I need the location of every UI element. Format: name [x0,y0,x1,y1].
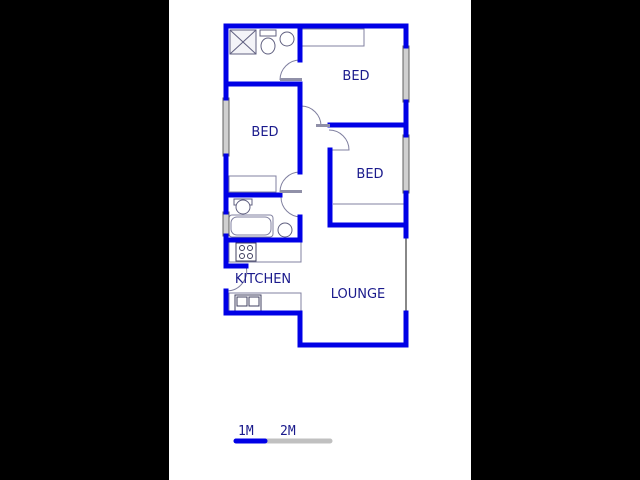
basin-icon [279,31,295,47]
wardrobe-bed2 [228,175,277,193]
toilet-icon [259,29,277,55]
window-bathroom [222,211,230,237]
door-swing-bathroom [280,196,302,218]
floorplan-page [169,0,471,480]
door-swing-bed2-hall [300,105,322,127]
wardrobe-bed1 [301,28,365,47]
room-label-bed1: BED [342,69,369,84]
room-label-bed3: BED [356,167,383,182]
walls [223,23,409,348]
room-label-bed2: BED [251,125,278,140]
window-bed2 [222,97,230,157]
toilet-icon-2 [233,198,253,215]
room-label-lounge: LOUNGE [331,287,386,302]
room-label-kitchen: KITCHEN [235,272,291,287]
door-swing-bed1 [279,59,301,81]
door-swing-bed2 [279,171,301,193]
stove-icon [235,242,257,262]
door-swing-kitchen [226,265,248,292]
scale-label-1m: 1M [238,424,254,439]
door-leaves [280,78,330,193]
shower-icon [229,29,257,55]
scale-bar: 1M 2M [233,424,333,444]
bathtub-inner [230,216,272,236]
basin-icon-2 [277,222,293,238]
fixtures [226,28,405,314]
window-bed3 [402,134,410,194]
scale-label-2m: 2M [280,424,296,439]
door-swing-bed3 [328,129,350,151]
window-bed1 [402,45,410,103]
bathtub [228,214,274,238]
sink-icon [234,294,262,312]
